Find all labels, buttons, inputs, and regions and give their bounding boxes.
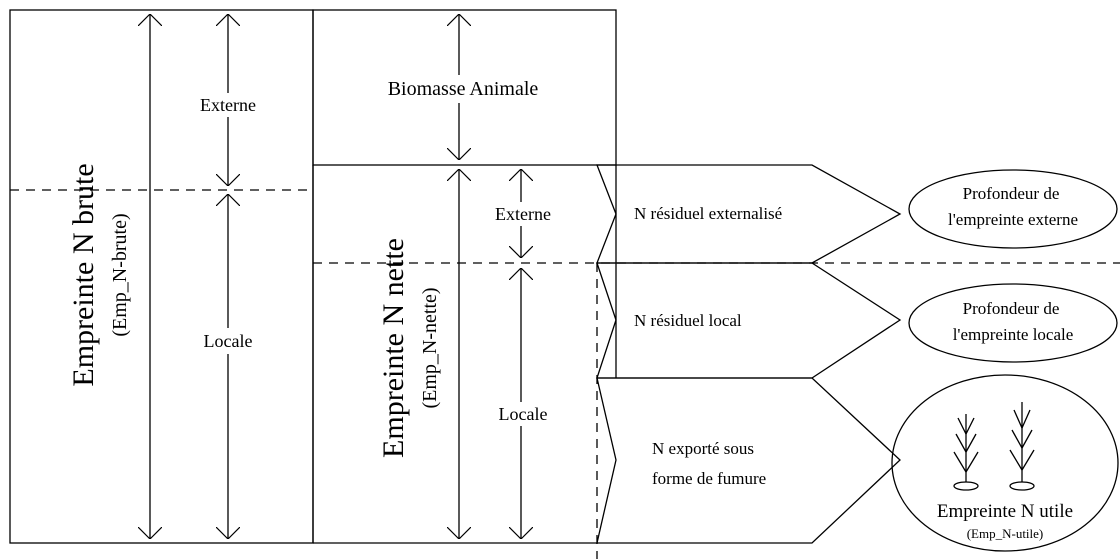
- useful-footprint-title: Empreinte N utile: [937, 501, 1073, 522]
- flow-exported-label-line1: N exporté sous: [652, 439, 754, 458]
- local-depth-line2: l'empreinte locale: [953, 325, 1074, 344]
- local-depth-line1: Profondeur de: [963, 299, 1060, 318]
- flow-exported-label-line2: forme de fumure: [652, 469, 766, 488]
- flow-externalised-label: N résiduel externalisé: [634, 204, 782, 223]
- label-mask: [198, 93, 258, 117]
- plant-icon: [953, 414, 979, 491]
- gross-footprint-abbrev: (Emp_N-brute): [109, 213, 131, 336]
- label-mask: [489, 402, 553, 426]
- gross-local-label: Locale: [204, 331, 253, 351]
- external-depth-ellipse: [908, 169, 1118, 249]
- net-footprint-title: Empreinte N nette: [377, 238, 410, 458]
- net-footprint-abbrev: (Emp_N-nette): [419, 287, 441, 408]
- flow-local-label: N résiduel local: [634, 311, 742, 330]
- net-external-label: Externe: [495, 204, 551, 224]
- useful-footprint-abbrev: (Emp_N-utile): [967, 526, 1044, 541]
- gross-footprint-title: Empreinte N brute: [67, 163, 100, 386]
- label-mask: [192, 328, 264, 354]
- gross-footprint-box: [9, 9, 314, 544]
- external-depth-line1: Profondeur de: [963, 184, 1060, 203]
- label-mask: [487, 202, 555, 226]
- useful-footprint-ellipse: [891, 374, 1119, 552]
- animal-biomass-label: Biomasse Animale: [388, 78, 539, 100]
- flow-exported-arrow: [596, 377, 901, 544]
- external-depth-line2: l'empreinte externe: [948, 210, 1078, 229]
- gross-external-label: Externe: [200, 95, 256, 115]
- local-depth-ellipse: [908, 283, 1118, 363]
- label-mask: [352, 75, 574, 103]
- plant-icon: [1009, 402, 1035, 491]
- net-local-label: Locale: [499, 404, 548, 424]
- animal-biomass-box: [312, 9, 617, 166]
